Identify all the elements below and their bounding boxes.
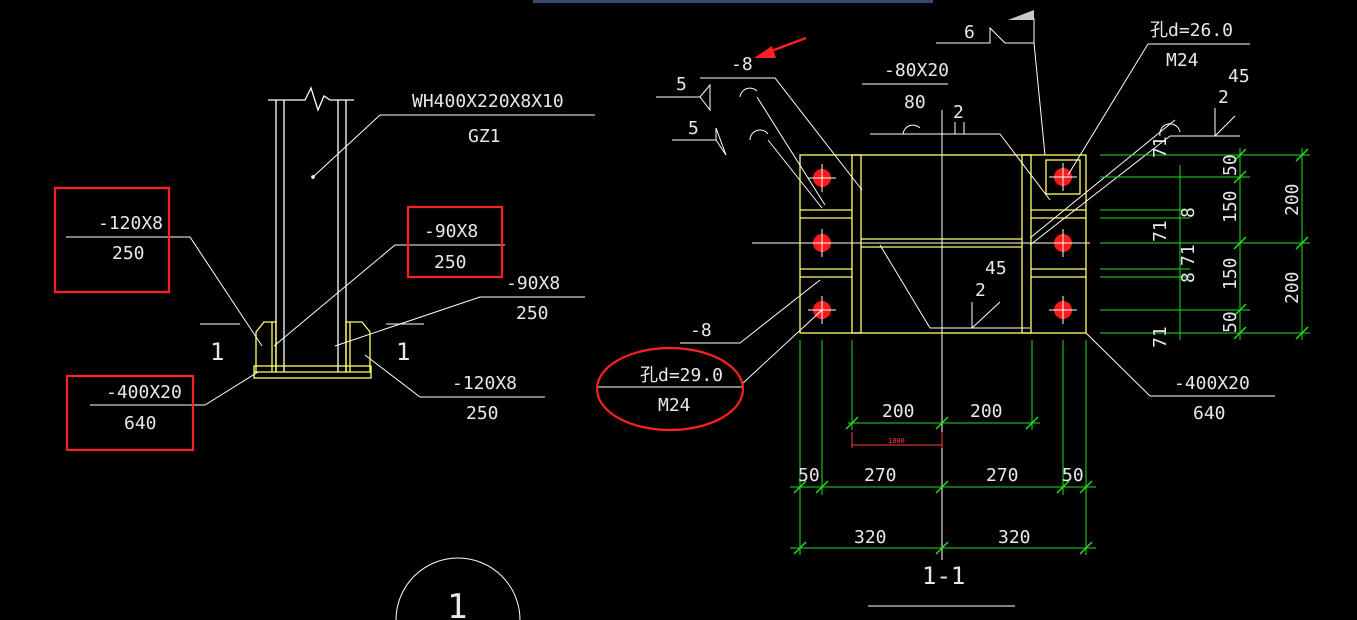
weld-size-2-mid: 2 — [975, 280, 986, 301]
stiffener-mid-length: 250 — [434, 252, 467, 273]
dim-row3-b: 320 — [998, 527, 1031, 548]
dim-right-b0: 200 — [1282, 183, 1303, 216]
section-title: 1-1 — [922, 562, 965, 590]
stiffener-mid-size: -90X8 — [424, 221, 478, 242]
stiffener-left-length: 250 — [112, 243, 145, 264]
hole-size-left: 孔d=29.0 — [640, 365, 723, 386]
red-dimension-value: 1000 — [888, 437, 905, 445]
highlight-ellipse — [595, 346, 745, 432]
dim-small-2: 71 — [1150, 220, 1171, 242]
stiffener-lower-size: -120X8 — [452, 373, 517, 394]
top-plate-size: -8 — [731, 54, 753, 75]
section-mark-left: 1 — [210, 338, 224, 366]
weld-size-2-right: 2 — [1218, 87, 1229, 108]
weld-size-5a: 5 — [676, 74, 687, 95]
weld-size-5b: 5 — [688, 118, 699, 139]
left-view-leaders — [66, 114, 595, 620]
stiffener-lower-length: 250 — [466, 403, 499, 424]
dim-right-a3: 50 — [1220, 311, 1241, 333]
angle-top: 45 — [1228, 66, 1250, 87]
dim-row2-b: 270 — [864, 465, 897, 486]
column-elevation — [268, 86, 354, 372]
dim-row2-a: 50 — [798, 465, 820, 486]
detail-number: 1 — [447, 587, 467, 620]
base-plate-length-left: 640 — [124, 413, 157, 434]
angle-mid: 45 — [985, 258, 1007, 279]
dim-row2-c: 270 — [986, 465, 1019, 486]
weld-size-2-top: 2 — [953, 102, 964, 123]
base-stiffeners-left-view — [253, 321, 372, 379]
dim-small-0: 71 — [1150, 136, 1171, 158]
hole-size-top: 孔d=26.0 — [1150, 20, 1233, 41]
dim-small-4: 71 — [1178, 244, 1199, 266]
base-plate-size-right: -400X20 — [1174, 373, 1250, 394]
base-plate-size-left: -400X20 — [106, 382, 182, 403]
bolt-size-top: M24 — [1166, 50, 1199, 71]
dim-row3-a: 320 — [854, 527, 887, 548]
dim-row1-a: 200 — [882, 401, 915, 422]
column-mark-label: GZ1 — [468, 126, 501, 147]
plate-80-length: 80 — [904, 92, 926, 113]
dim-right-a0: 50 — [1220, 154, 1241, 176]
red-arrow-annotation — [754, 36, 807, 58]
stiffener-right-length: 250 — [516, 303, 549, 324]
base-plate-length-right: 640 — [1193, 403, 1226, 424]
highlight-boxes-left — [53, 186, 504, 452]
weld-size-6: 6 — [964, 22, 975, 43]
dim-small-5: 71 — [1150, 326, 1171, 348]
dim-right-a2: 150 — [1220, 257, 1241, 290]
left-plate-size: -8 — [690, 320, 712, 341]
dim-small-3: 8 — [1178, 272, 1199, 283]
dim-right-a1: 150 — [1220, 190, 1241, 223]
base-plate-plan — [799, 154, 1087, 334]
stiffener-right-size: -90X8 — [506, 273, 560, 294]
dim-row1-b: 200 — [970, 401, 1003, 422]
bolt-size-left: M24 — [658, 395, 691, 416]
red-small-dimension — [851, 432, 943, 448]
right-view-leaders — [596, 10, 1275, 397]
dim-row2-d: 50 — [1062, 465, 1084, 486]
column-section-label: WH400X220X8X10 — [412, 91, 564, 112]
dimension-ticks — [793, 148, 1309, 555]
dim-small-1: 8 — [1178, 207, 1199, 218]
stiffener-left-size: -120X8 — [98, 213, 163, 234]
section-mark-right: 1 — [396, 338, 410, 366]
window-top-bar — [533, 0, 933, 3]
plate-80-size: -80X20 — [884, 60, 949, 81]
dim-right-b1: 200 — [1282, 271, 1303, 304]
